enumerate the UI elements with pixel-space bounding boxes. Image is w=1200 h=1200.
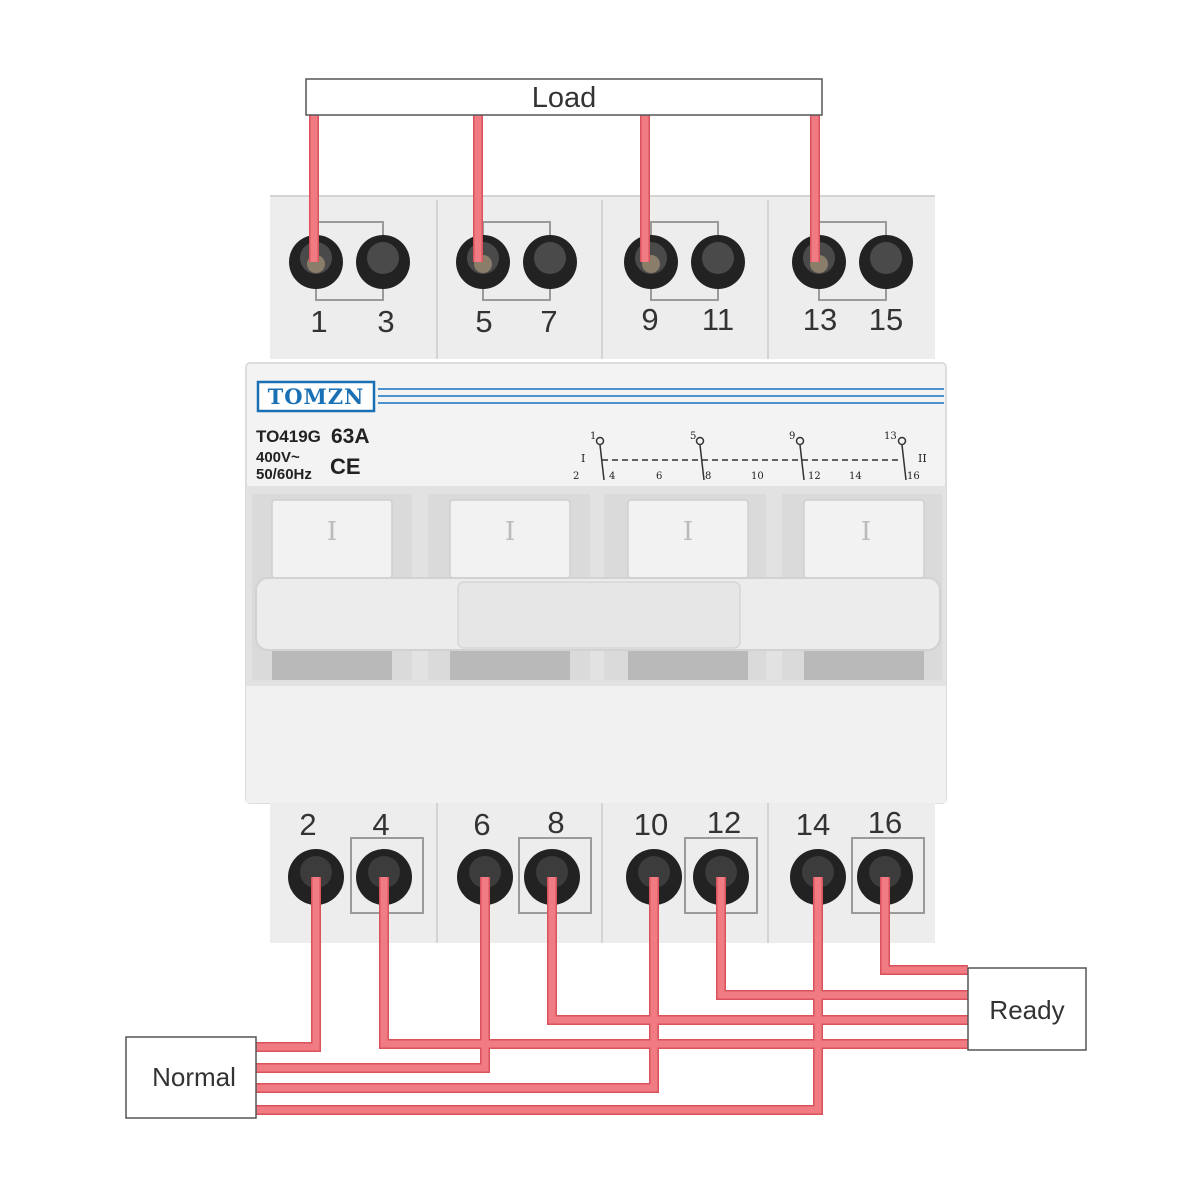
frequency-rating: 50/60Hz bbox=[256, 466, 312, 483]
handle-mark: I bbox=[505, 517, 515, 547]
handle-mark: I bbox=[683, 517, 693, 547]
terminal-number: 10 bbox=[634, 807, 668, 842]
handle-area: I I I I bbox=[246, 486, 946, 686]
schematic-label: 10 bbox=[751, 471, 764, 482]
terminal-number: 5 bbox=[475, 304, 492, 339]
top-terminal-numbers: 1 3 5 7 9 11 13 15 bbox=[310, 302, 903, 339]
ready-box: Ready bbox=[967, 967, 1087, 1051]
handle-mark: I bbox=[861, 517, 871, 547]
terminal-number: 13 bbox=[803, 302, 837, 337]
top-terminal-block-dividers bbox=[270, 195, 935, 359]
ready-label: Ready bbox=[989, 995, 1064, 1025]
position-one-label: I bbox=[581, 452, 585, 465]
load-label: Load bbox=[532, 82, 597, 114]
terminal-number: 1 bbox=[310, 304, 327, 339]
terminal-number: 15 bbox=[869, 302, 903, 337]
terminal-number: 8 bbox=[547, 805, 564, 840]
brand-logo: TOMZN bbox=[256, 380, 376, 413]
bottom-terminal-block-dividers bbox=[436, 803, 769, 943]
body-lower-panel bbox=[246, 686, 946, 803]
terminal-number: 7 bbox=[540, 304, 557, 339]
terminal-number: 12 bbox=[707, 805, 741, 840]
model-number: TO419G bbox=[256, 427, 321, 446]
schematic-label: 8 bbox=[705, 471, 711, 482]
current-rating: 63A bbox=[331, 425, 370, 448]
schematic-label: 9 bbox=[789, 431, 795, 442]
voltage-rating: 400V~ bbox=[256, 449, 300, 466]
schematic-label: 4 bbox=[609, 471, 615, 482]
schematic-label: 16 bbox=[907, 471, 920, 482]
schematic-label: 14 bbox=[849, 471, 862, 482]
terminal-number: 4 bbox=[372, 807, 389, 842]
terminal-number: 2 bbox=[299, 807, 316, 842]
brand-stripes bbox=[378, 388, 944, 404]
schematic-label: 13 bbox=[884, 431, 897, 442]
device-specs: TO419G 63A 400V~ 50/60Hz CE bbox=[256, 425, 370, 483]
load-box: Load bbox=[305, 78, 823, 116]
handle-mark: I bbox=[327, 517, 337, 547]
ce-mark: CE bbox=[330, 454, 361, 479]
normal-box: Normal bbox=[125, 1036, 257, 1119]
terminal-number: 3 bbox=[377, 304, 394, 339]
switch-schematic: 1 5 9 13 2 4 6 8 10 12 14 16 I II bbox=[573, 431, 927, 482]
normal-ready-wires bbox=[256, 877, 968, 1115]
bottom-terminal-numbers: 2 4 6 8 10 12 14 16 bbox=[299, 805, 902, 842]
terminal-number: 6 bbox=[473, 807, 490, 842]
schematic-label: 5 bbox=[690, 431, 696, 442]
terminal-number: 16 bbox=[868, 805, 902, 840]
position-two-label: II bbox=[918, 452, 927, 465]
schematic-label: 6 bbox=[656, 471, 662, 482]
normal-label: Normal bbox=[152, 1062, 236, 1092]
terminal-number: 9 bbox=[641, 302, 658, 337]
terminal-number: 11 bbox=[702, 302, 734, 337]
terminal-number: 14 bbox=[796, 807, 830, 842]
schematic-label: 12 bbox=[808, 471, 821, 482]
schematic-label: 2 bbox=[573, 471, 579, 482]
schematic-label: 1 bbox=[590, 431, 596, 442]
brand-name: TOMZN bbox=[268, 384, 365, 409]
